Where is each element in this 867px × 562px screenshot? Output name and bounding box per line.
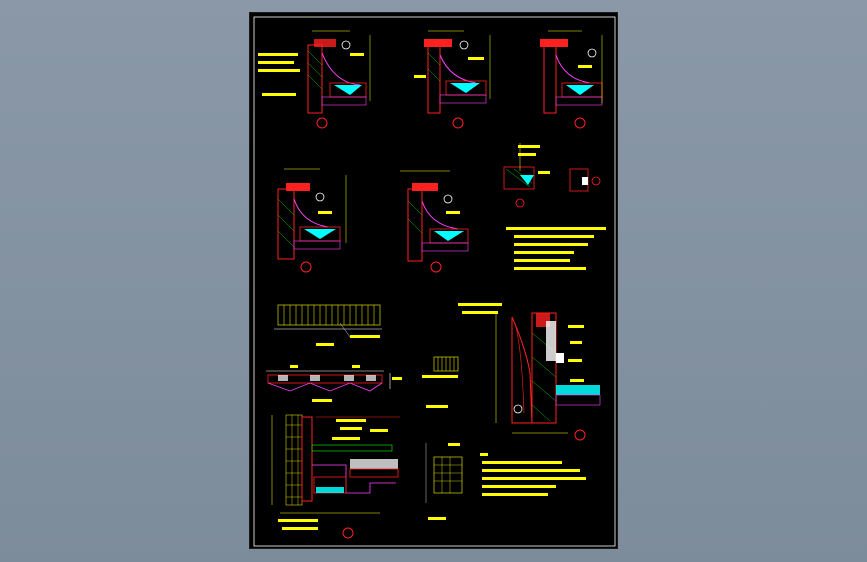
detail-6-small — [503, 143, 601, 208]
planter-large-section — [271, 414, 400, 539]
railing-elevation — [274, 304, 382, 346]
detail-2 — [414, 30, 491, 129]
detail-3 — [540, 30, 603, 129]
drawing-sheet[interactable] — [249, 12, 618, 549]
notes-block-1 — [506, 227, 606, 270]
planter-plan-strip — [266, 365, 402, 402]
notes-block-2 — [480, 453, 586, 496]
detail-1 — [258, 30, 371, 129]
planter-tall-section — [458, 303, 601, 441]
railing-section-small — [422, 356, 459, 408]
detail-5 — [400, 170, 469, 273]
railing-detail-bottom — [425, 443, 463, 520]
sheet-frame — [253, 16, 616, 547]
cad-detail-sheet-icon — [253, 16, 616, 547]
detail-4 — [277, 168, 347, 273]
